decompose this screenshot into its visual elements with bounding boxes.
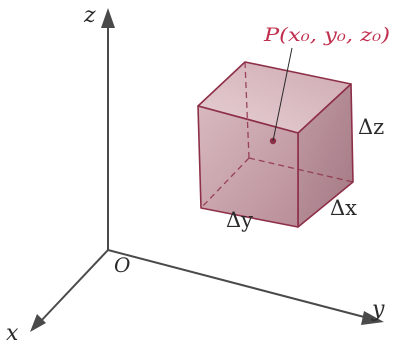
x-axis (39, 249, 109, 323)
x-axis-label: x (6, 321, 19, 346)
axes (39, 26, 369, 323)
y-axis (107, 249, 369, 319)
y-axis-label: y (371, 297, 385, 322)
z-axis-label: z (83, 3, 96, 28)
cube-hidden-edges (200, 61, 354, 209)
cube-front-face (197, 105, 299, 228)
axis-arrowheads (30, 8, 384, 332)
delta-z-label: Δz (358, 115, 384, 139)
x-axis-arrowhead (30, 314, 46, 332)
point-p-leader-line (272, 47, 293, 142)
point-p-label: P(x₀, y₀, z₀) (263, 24, 390, 46)
delta-y-label: Δy (226, 208, 253, 232)
origin-label: O (114, 253, 130, 277)
delta-x-label: Δx (330, 196, 357, 220)
z-axis-arrowhead (101, 8, 115, 28)
y-axis-arrowhead (361, 311, 384, 325)
volume-element-cube (197, 47, 354, 228)
